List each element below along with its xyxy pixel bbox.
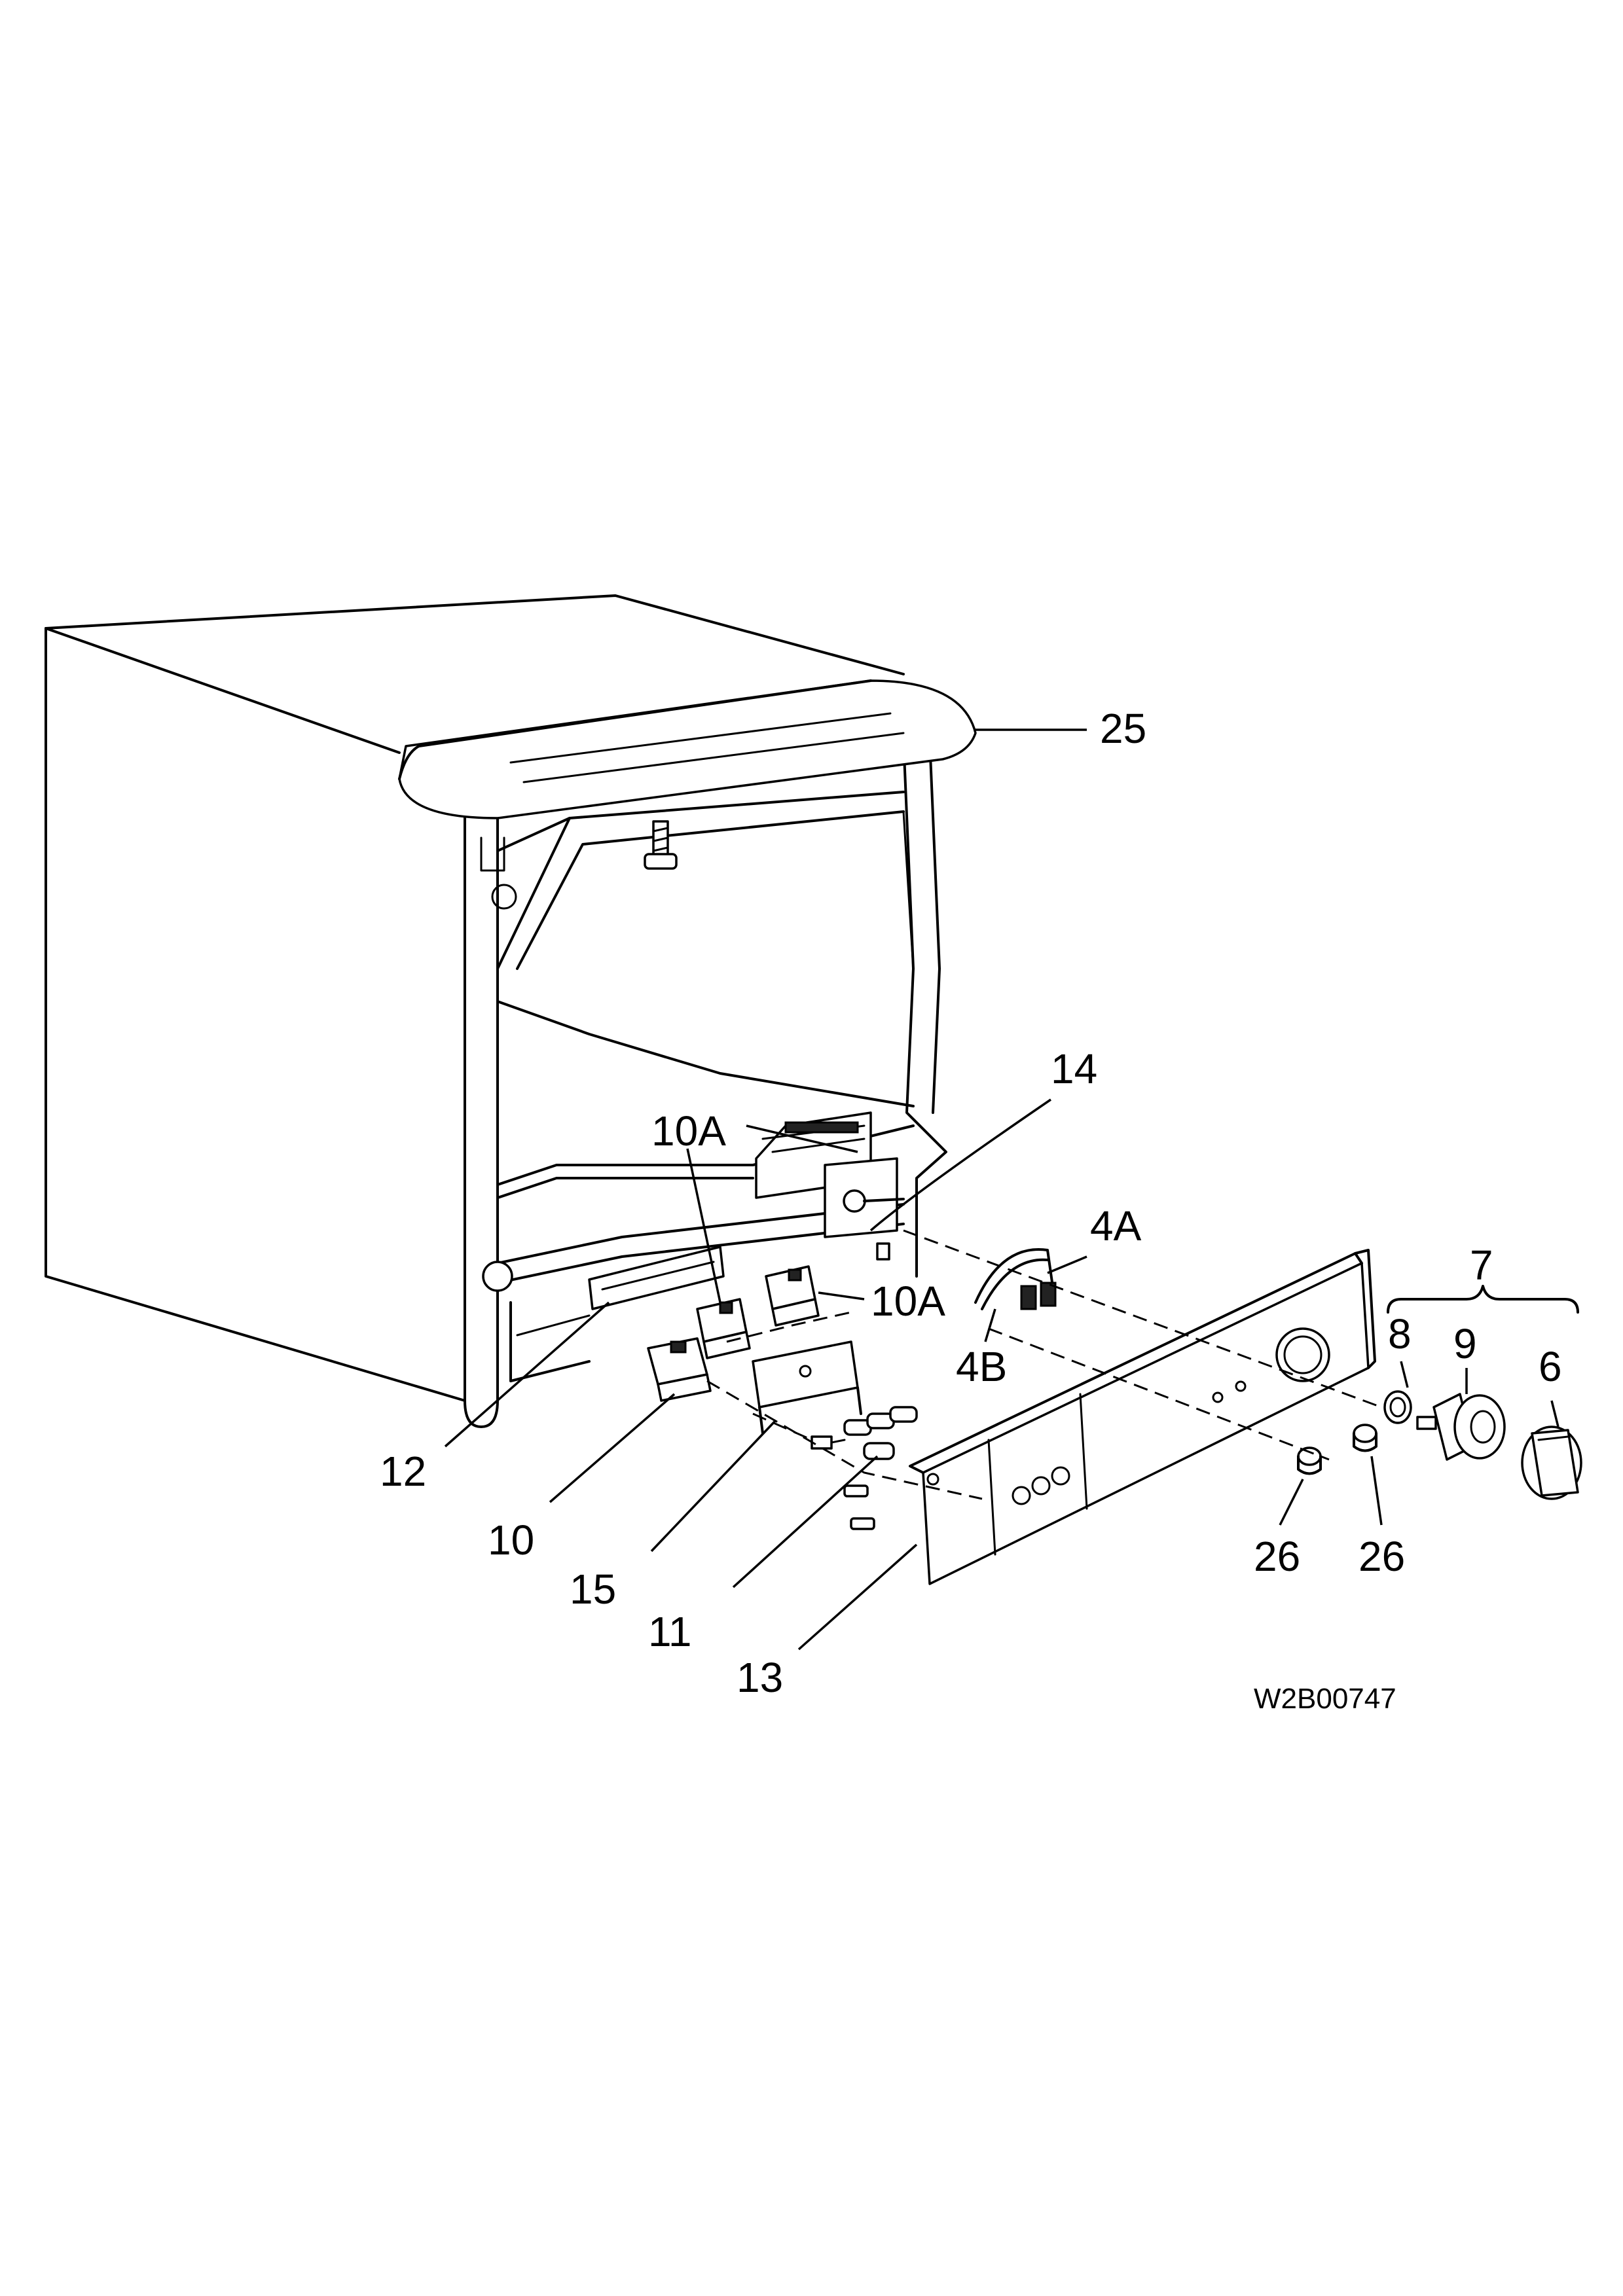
knob-insert-part-9 [1416, 1393, 1506, 1461]
callout-9: 9 [1453, 1320, 1477, 1367]
callout-labels: 25 14 10A 4A 10A 4B 7 8 9 6 12 10 15 11 … [380, 705, 1562, 1701]
control-panel-part-13 [843, 1249, 1376, 1585]
switch-bracket-part-15 [752, 1340, 862, 1435]
callout-10: 10 [488, 1516, 534, 1564]
switch-part-10A-upper [696, 1298, 751, 1359]
screw [644, 820, 678, 870]
leader-lines [444, 728, 1559, 1651]
callout-6: 6 [1539, 1343, 1562, 1390]
callout-7: 7 [1470, 1242, 1493, 1289]
assembly-lines [706, 1229, 1382, 1500]
callout-26-left: 26 [1254, 1533, 1300, 1580]
callout-26-right: 26 [1359, 1533, 1405, 1580]
spring-part-8 [1383, 1390, 1412, 1424]
callout-15: 15 [570, 1566, 616, 1613]
callout-11: 11 [648, 1608, 691, 1655]
callout-12: 12 [380, 1448, 426, 1495]
cabinet-body [45, 594, 947, 1428]
switch-part-10A-lower [765, 1265, 820, 1327]
callout-8: 8 [1388, 1310, 1412, 1357]
callout-4B: 4B [956, 1343, 1007, 1390]
callout-13: 13 [737, 1654, 783, 1701]
callout-25: 25 [1100, 705, 1146, 752]
callout-10A-lower: 10A [871, 1278, 945, 1325]
switch-part-10 [647, 1337, 712, 1402]
knob-part-6 [1521, 1426, 1582, 1500]
drawing-code: W2B00747 [1254, 1683, 1396, 1715]
bracket-part-12 [588, 1246, 725, 1310]
callout-10A-upper: 10A [651, 1107, 726, 1155]
timer-part-14 [755, 1111, 905, 1261]
indicator-lamps-part-11 [811, 1406, 918, 1460]
knob-assembly-part-7 [1383, 1285, 1582, 1500]
callout-4A: 4A [1090, 1202, 1142, 1249]
callout-14: 14 [1051, 1045, 1097, 1092]
top-cover-part-25 [398, 679, 977, 870]
wire-harness-part-4A [974, 1248, 1057, 1310]
push-button-part-26-left [1297, 1446, 1322, 1475]
push-button-part-26-right [1353, 1424, 1377, 1452]
